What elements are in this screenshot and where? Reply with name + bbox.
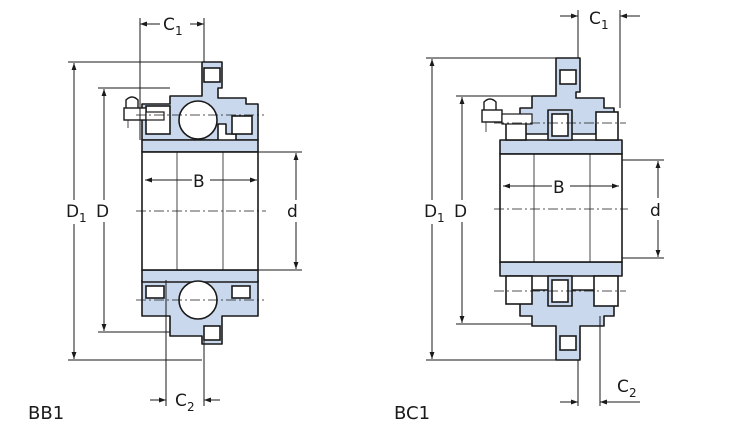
bc1-inner-ring-bottom [499, 261, 623, 277]
bc1-label-d-bore: d [650, 201, 661, 221]
bc1-label-c2: C [617, 377, 629, 397]
bc1-caption: BC1 [394, 403, 430, 424]
figure-bb1: C 1 B d D 1 D C 2 BB1 [28, 12, 303, 424]
bc1-grease-nipple [481, 98, 533, 132]
bb1-label-c2-sub: 2 [187, 400, 195, 414]
bb1-label-c1: C [163, 15, 175, 35]
bb1-label-d-bore: d [287, 202, 298, 222]
bb1-caption: BB1 [28, 403, 64, 424]
bc1-label-d-outer: D [454, 202, 467, 222]
bc1-inner-ring-top [499, 139, 623, 155]
bc1-label-c2-sub: 2 [629, 386, 637, 400]
bc1-label-c1-sub: 1 [601, 18, 609, 32]
bb1-label-c2: C [175, 391, 187, 411]
bc1-label-b: B [553, 178, 565, 198]
bc1-label-d1-sub: 1 [437, 211, 445, 225]
bb1-label-d1-sub: 1 [79, 211, 87, 225]
bc1-lower-housing [519, 289, 615, 361]
bc1-bore [499, 153, 623, 263]
bc1-label-c1: C [589, 9, 601, 29]
bb1-label-d-outer: D [96, 202, 109, 222]
bb1-inner-ring-bottom [141, 269, 259, 283]
figure-bc1: C 1 B d D 1 D C 2 BC1 [394, 4, 665, 424]
bb1-label-d1: D [66, 202, 79, 222]
bc1-label-d1: D [424, 202, 437, 222]
bb1-ball-top [178, 100, 218, 140]
bb1-label-b: B [193, 172, 205, 192]
bb1-inner-ring-top [141, 139, 259, 153]
bb1-label-c1-sub: 1 [175, 24, 183, 38]
